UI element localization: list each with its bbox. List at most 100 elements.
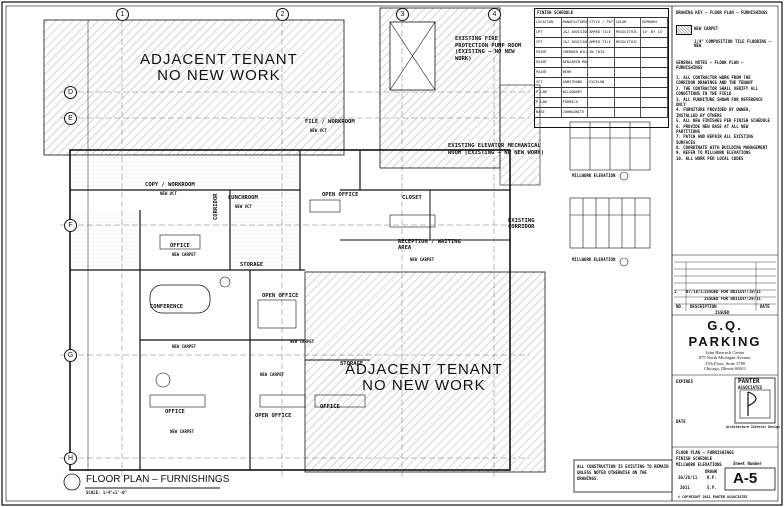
room-office-3: OFFICE — [165, 409, 185, 415]
finish-schedule-cell: COLOR — [615, 18, 642, 27]
grid-bubble-4: 4 — [488, 8, 501, 21]
finish-schedule-cell: CPT — [535, 28, 562, 37]
room-open-office-2: OPEN OFFICE — [262, 293, 299, 299]
room-reception: RECEPTION / WAITING AREA — [398, 239, 461, 251]
room-open-office-3: OPEN OFFICE — [255, 413, 292, 419]
finish-schedule-cell: MESOLITHIC — [615, 28, 642, 37]
grid-bubble-E: E — [64, 112, 77, 125]
finish-new-carpet-1: NEW CARPET — [410, 257, 435, 262]
finish-schedule-cell: BENJAMIN MOORE — [562, 58, 589, 67]
general-note-item: 5. ALL NEW FINISHES PER FINISH SCHEDULE — [676, 118, 770, 124]
room-office-1: OFFICE — [170, 243, 190, 249]
finish-schedule-cell: AMPED TILE — [588, 38, 615, 47]
finish-schedule-cell — [588, 58, 615, 67]
drawn-value: K.P. — [707, 475, 717, 480]
existing-elevator-room: EXISTING ELEVATOR MECHANICAL ROOM (EXIST… — [448, 143, 545, 156]
room-closet: CLOSET — [402, 195, 422, 201]
sheet-desc-1: FLOOR PLAN – FURNISHINGS — [676, 450, 734, 455]
revision-row: ISSUED FOR BUILDING PERMIT7/28/11 — [674, 297, 776, 304]
finish-schedule-cell — [588, 108, 615, 117]
finish-schedule-cell: P.LAM — [535, 88, 562, 97]
drawing-title: FLOOR PLAN – FURNISHINGS — [86, 474, 230, 485]
finish-schedule-cell: CPT — [535, 38, 562, 47]
finish-schedule-cell: LOCATION — [535, 18, 562, 27]
finish-schedule-cell: MESOLITHIC — [615, 38, 642, 47]
general-note-item: 8. COORDINATE WITH BUILDING MANAGEMENT — [676, 145, 768, 151]
revision-header-date: DATE — [760, 304, 770, 309]
room-open-office-1: OPEN OFFICE — [322, 192, 359, 198]
finish-new-carpet-3: NEW CARPET — [172, 344, 197, 349]
general-note-item: 1. ALL CONTRACTOR WORK FROM THE CORRIDOR… — [676, 75, 754, 86]
room-copy-workroom: COPY / WORKROOM — [145, 182, 195, 188]
finish-new-vct-3: NEW VCT — [235, 204, 252, 209]
finish-schedule-cell — [641, 108, 668, 117]
revision-cell — [674, 297, 686, 304]
adjacent-tenant-north — [43, 19, 345, 156]
grid-bubble-D: D — [64, 86, 77, 99]
drawing-key-item2: 1/4" COMPOSITION TILE FLOORING – NEW — [694, 39, 772, 48]
firm-address: Architecture Interior Design — [726, 425, 780, 429]
finish-schedule-cell: SHERWIN WILLIAMS — [562, 48, 589, 57]
millwork-elevation-2: MILLWORK ELEVATION — [572, 257, 616, 262]
checked-value: 2011 — [680, 485, 690, 490]
room-file-workroom: FILE / WORKROOM — [305, 119, 355, 125]
general-note-item: 7. PATCH AND REPAIR ALL EXISTING SURFACE… — [676, 134, 754, 145]
finish-new-carpet-4: NEW CARPET — [290, 339, 315, 344]
date-label-2: DATE — [676, 419, 686, 424]
finish-schedule-cell: PAINT — [535, 48, 562, 57]
finish-schedule-title: FINISH SCHEDULE — [535, 9, 668, 18]
grid-bubble-H: H — [64, 452, 77, 465]
room-storage-2: STORAGE — [340, 361, 364, 367]
firm-name-2: ASSOCIATES — [738, 385, 763, 390]
grid-bubble-1: 1 — [116, 8, 129, 21]
grid-bubble-3: 3 — [396, 8, 409, 21]
revision-cell: 07/18/11 — [686, 290, 704, 294]
drawing-key-item1: NEW CARPET — [694, 26, 719, 31]
finish-schedule-cell — [641, 78, 668, 87]
finish-new-vct-2: NEW VCT — [160, 191, 177, 196]
finish-schedule-cell — [588, 68, 615, 77]
general-note-item: 6. PROVIDE NEW BASE AT ALL NEW PARTITION… — [676, 123, 749, 134]
project-name-line2: PARKING — [688, 334, 762, 349]
finish-new-carpet-5: NEW CARPET — [170, 429, 195, 434]
sheet-desc-3: MILLWORK ELEVATIONS — [676, 462, 722, 467]
revision-footer: ISSUED — [715, 310, 730, 315]
general-note-item: 10. ALL WORK PER LOCAL CODES — [676, 155, 744, 161]
finish-schedule-cell — [641, 88, 668, 97]
finish-schedule-cell — [615, 88, 642, 97]
adjacent-tenant-south — [304, 271, 546, 473]
finish-schedule-cell — [615, 58, 642, 67]
finish-schedule-cell: AMPED TILE — [588, 28, 615, 37]
finish-schedule-cell: REMARKS — [641, 18, 668, 27]
finish-schedule-cell — [641, 58, 668, 67]
finish-schedule-cell — [615, 78, 642, 87]
finish-schedule-cell: STYLE / PATTERN — [588, 18, 615, 27]
finish-schedule-cell — [615, 108, 642, 117]
millwork-elevation-1: MILLWORK ELEVATION — [572, 173, 616, 178]
finish-new-vct-1: NEW VCT — [310, 128, 327, 133]
finish-schedule-cell: BASE — [535, 108, 562, 117]
room-lunchroom: LUNCHROOM — [228, 195, 258, 201]
finish-schedule-cell — [615, 48, 642, 57]
finish-schedule-cell — [588, 88, 615, 97]
sheet-desc-2: FINISH SCHEDULE — [676, 456, 713, 461]
by-value: S.P. — [707, 485, 717, 490]
revision-cell: 7/28/11 — [744, 297, 761, 301]
room-office-2: OFFICE — [320, 404, 340, 410]
drawing-scale: SCALE: 1/4"=1'-0" — [86, 490, 127, 495]
finish-schedule-cell: VCT — [535, 78, 562, 87]
revision-cell — [686, 297, 704, 304]
